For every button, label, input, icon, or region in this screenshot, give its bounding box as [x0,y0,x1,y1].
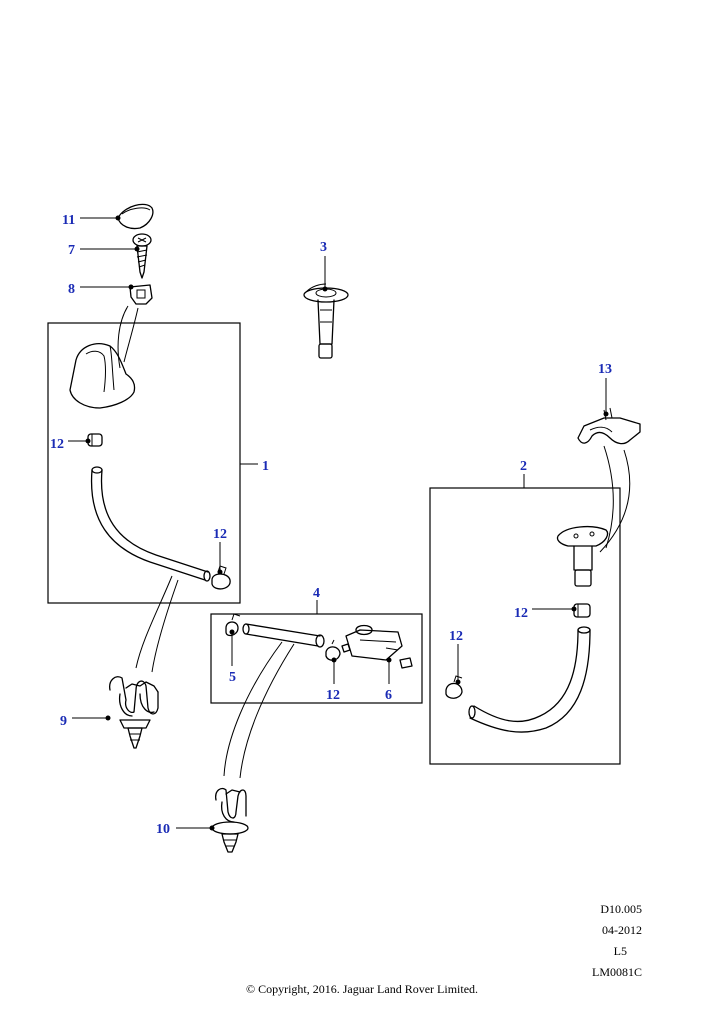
washer-jet-2 [556,525,609,587]
part-7-screw [132,233,152,279]
part-8-clip-nut [129,284,153,305]
clamp-12-d [445,675,463,699]
callout-3: 3 [320,240,327,255]
callout-6: 6 [385,688,392,703]
part-9-hose-clip [109,676,159,749]
clamp-12-b [211,565,231,590]
level-code: L5 [613,944,627,958]
callout-4: 4 [313,586,320,601]
hose-box-1 [90,466,211,582]
callout-5: 5 [229,670,236,685]
part-3-jet-nozzle [303,283,349,359]
clamp-12-e [325,639,341,661]
callout-12-a: 12 [50,437,64,452]
callout-7: 7 [68,243,75,258]
illustration-code: LM0081C [591,965,642,979]
part-10-hose-clip [211,787,249,853]
washer-jet-cover [69,343,136,409]
callout-12-b: 12 [213,527,227,542]
callout-8: 8 [68,282,75,297]
copyright-notice: © Copyright, 2016. Jaguar Land Rover Lim… [245,982,479,996]
hose-box-2 [468,626,591,733]
callout-1: 1 [262,459,269,474]
hose-box-4 [242,623,325,648]
part-5-clamp [225,613,241,637]
clamp-12-c [573,603,591,618]
callout-12-c: 12 [514,606,528,621]
callout-2: 2 [520,459,527,474]
part-6-valve [341,624,413,669]
part-11-cap [117,203,154,230]
callout-9: 9 [60,714,67,729]
callout-11: 11 [62,213,75,228]
part-13-bracket [577,407,641,445]
ref-code: D10.005 [600,902,642,916]
callout-12-e: 12 [326,688,340,703]
group-box-1 [47,322,241,604]
callout-10: 10 [156,822,170,837]
callout-13: 13 [598,362,612,377]
date-code: 04-2012 [602,923,642,937]
group-box-2 [429,487,621,765]
callout-12-d: 12 [449,629,463,644]
